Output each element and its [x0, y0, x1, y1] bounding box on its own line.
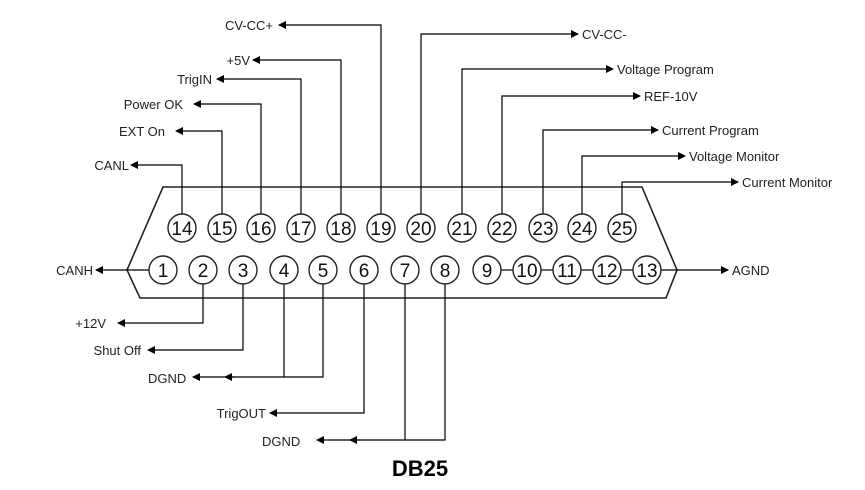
signal-label-pin-16: Power OK — [124, 97, 184, 112]
signal-label-pin-19: CV-CC+ — [225, 18, 273, 33]
wire-pin-15 — [175, 127, 223, 214]
wire-pin-20 — [420, 30, 579, 214]
signal-label-pin-20: CV-CC- — [582, 27, 627, 42]
wire-pin-17 — [216, 75, 302, 214]
pin-16: 16 — [246, 213, 276, 243]
pin-number: 25 — [611, 219, 632, 240]
wire-pin-24 — [581, 152, 686, 214]
pin-number: 14 — [171, 219, 193, 240]
pin-number: 23 — [532, 219, 553, 240]
pin-number: 15 — [211, 219, 232, 240]
pin-number: 8 — [440, 261, 451, 282]
pin-12: 12 — [592, 255, 622, 285]
pin-10: 10 — [512, 255, 542, 285]
pin-6: 6 — [349, 255, 379, 285]
signal-label-pin-22: REF-10V — [644, 89, 698, 104]
signal-label-pin-17: TrigIN — [177, 72, 212, 87]
pin-1: 1 — [148, 255, 178, 285]
pin-number: 9 — [482, 261, 493, 282]
pin-number: 6 — [359, 261, 370, 282]
signal-label-pin-21: Voltage Program — [617, 62, 714, 77]
wire-pin-14 — [130, 161, 183, 214]
pin-number: 4 — [279, 261, 290, 282]
pin-17: 17 — [286, 213, 316, 243]
pin-11: 11 — [552, 255, 582, 285]
pin-number: 5 — [318, 261, 329, 282]
wire-pin-25 — [621, 178, 739, 214]
pin-18: 18 — [326, 213, 356, 243]
pin-19: 19 — [366, 213, 396, 243]
pin-7: 7 — [390, 255, 420, 285]
pin-24: 24 — [567, 213, 597, 243]
signal-label-pin-14: CANL — [94, 158, 129, 173]
wire-pin-5 — [192, 284, 324, 381]
wire-pin-23 — [542, 126, 659, 214]
signal-label-pin-18: +5V — [227, 53, 251, 68]
signal-label-pin-25: Current Monitor — [742, 175, 833, 190]
pin-3: 3 — [228, 255, 258, 285]
pin-25: 25 — [607, 213, 637, 243]
pin-number: 10 — [516, 261, 537, 282]
pin-5: 5 — [308, 255, 338, 285]
pin-21: 21 — [447, 213, 477, 243]
pin-number: 12 — [596, 261, 617, 282]
signal-label-pin-24: Voltage Monitor — [689, 149, 780, 164]
pin-13: 13 — [632, 255, 662, 285]
signal-label-pin-2: +12V — [75, 316, 106, 331]
pin-number: 3 — [238, 261, 249, 282]
signal-label-pins-9-13: AGND — [732, 263, 770, 278]
pin-number: 18 — [330, 219, 351, 240]
pin-number: 7 — [400, 261, 411, 282]
wire-pin-6 — [269, 284, 365, 417]
pin-number: 13 — [636, 261, 657, 282]
wire-pin-22 — [501, 92, 641, 214]
pin-number: 1 — [158, 261, 169, 282]
wire-pin-8 — [316, 284, 446, 444]
pin-number: 19 — [370, 219, 391, 240]
pin-20: 20 — [406, 213, 436, 243]
wire-pin-3 — [147, 270, 244, 354]
pin-number: 17 — [290, 219, 311, 240]
pin-number: 11 — [557, 261, 577, 282]
connector-title: DB25 — [392, 456, 448, 481]
wire-pin-16 — [193, 100, 262, 214]
pin-number: 24 — [571, 219, 593, 240]
signal-label-pin-3: Shut Off — [94, 343, 142, 358]
pin-9: 9 — [472, 255, 502, 285]
wire-pin-21 — [461, 65, 614, 214]
pin-number: 16 — [250, 219, 271, 240]
signal-label-pins-4-5: DGND — [148, 371, 186, 386]
pin-15: 15 — [207, 213, 237, 243]
wire-pin-19 — [278, 21, 382, 214]
pin-14: 14 — [167, 213, 197, 243]
pin-8: 8 — [430, 255, 460, 285]
pin-number: 20 — [410, 219, 431, 240]
pin-number: 21 — [451, 219, 472, 240]
pin-number: 22 — [491, 219, 512, 240]
wire-pin-18 — [252, 56, 342, 214]
wire-pin-2 — [117, 270, 204, 327]
pin-number: 2 — [198, 261, 209, 282]
signal-label-pin-23: Current Program — [662, 123, 759, 138]
pin-4: 4 — [269, 255, 299, 285]
signal-label-pin-6: TrigOUT — [217, 406, 266, 421]
pin-2: 2 — [188, 255, 218, 285]
pin-22: 22 — [487, 213, 517, 243]
signal-label-pin-1: CANH — [56, 263, 93, 278]
signal-label-pins-7-8: DGND — [262, 434, 300, 449]
signal-label-pin-15: EXT On — [119, 124, 165, 139]
pin-23: 23 — [528, 213, 558, 243]
